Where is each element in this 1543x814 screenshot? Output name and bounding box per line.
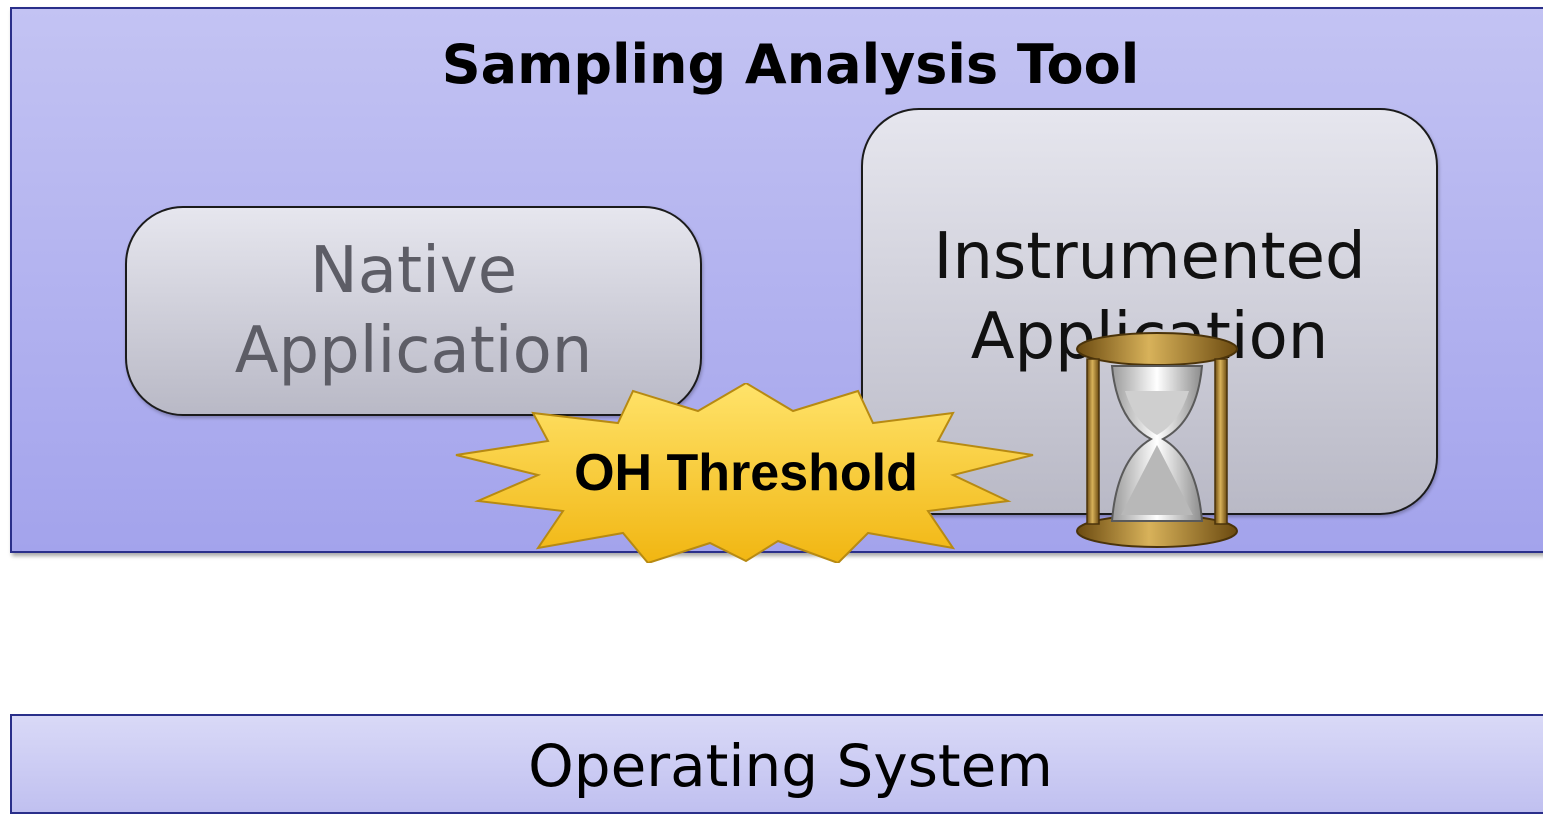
- native-application-line2: Application: [234, 314, 593, 388]
- instrumented-application-line1: Instrumented: [933, 219, 1366, 294]
- operating-system-title: Operating System: [528, 732, 1053, 800]
- operating-system-panel: Operating System: [10, 714, 1543, 814]
- sampling-analysis-tool-panel: Sampling Analysis Tool Native Applicatio…: [10, 7, 1543, 563]
- hourglass-icon: [1076, 332, 1238, 548]
- panel-title: Sampling Analysis Tool: [441, 33, 1140, 96]
- threshold-burst-icon: [455, 383, 1034, 563]
- native-application-line1: Native: [309, 234, 518, 308]
- native-application-box: Native Application: [125, 206, 702, 416]
- oh-threshold-label: OH Threshold: [574, 444, 918, 502]
